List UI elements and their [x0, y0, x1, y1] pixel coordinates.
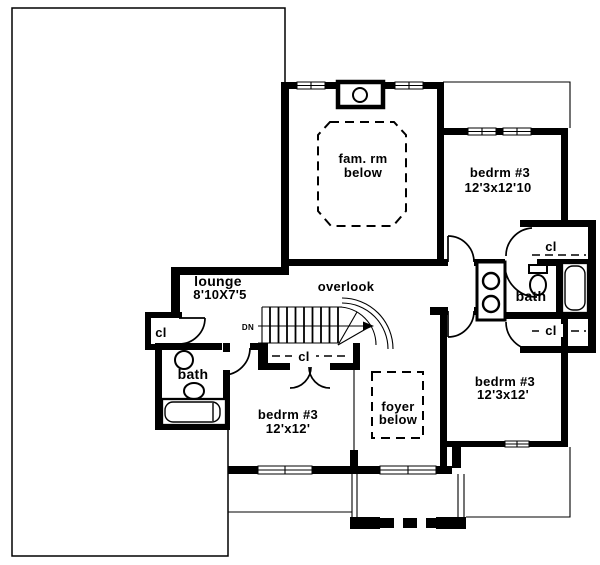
- clse-label-bg: [539, 324, 563, 337]
- family-room-below: fam. rm below: [317, 121, 407, 227]
- chimney-flue: [352, 87, 368, 103]
- wall-foyer-right: [440, 315, 447, 474]
- bedrm-ne-dims: 12'3x12'10: [464, 180, 531, 195]
- wall-clse-bottom: [520, 346, 596, 353]
- bedrm-sw-door-arc: [222, 347, 251, 376]
- wall-clstairs-right: [353, 343, 360, 370]
- chimney: [335, 79, 386, 110]
- toilet-east-bowl: [529, 274, 547, 296]
- bedrm-ne-door-arc: [447, 235, 475, 263]
- porch-post-right: [436, 517, 466, 529]
- clwest-door-arc: [178, 317, 206, 345]
- window-se-bottom: [504, 440, 530, 448]
- wall-connector: [452, 447, 461, 468]
- foyer-label-2: below: [379, 412, 418, 427]
- bath-east-door-arc: [504, 264, 538, 298]
- window-front-porch: [379, 465, 437, 475]
- stair-treads: [269, 307, 339, 343]
- bedrm-se-door-arc: [447, 310, 475, 338]
- clwest-label: cl: [155, 325, 166, 340]
- stairs: DN: [242, 297, 394, 350]
- bedrm-sw-dims: 12'x12': [266, 421, 310, 436]
- famrm-label-2: below: [344, 165, 383, 180]
- bedrm-sw-label: bedrm #3: [258, 407, 318, 422]
- garage-roof-outline: [11, 7, 286, 557]
- closet-se: cl: [505, 321, 586, 351]
- roof-outline-se: [466, 447, 571, 518]
- sink-west: [183, 382, 205, 400]
- bedrm-ne-label: bedrm #3: [470, 165, 530, 180]
- stairs-dn-label: DN: [242, 323, 254, 332]
- bathroom-west: bath: [160, 350, 228, 427]
- clse-door-arc: [505, 321, 535, 351]
- bedrm-se-dims: 12'3x12': [477, 387, 529, 402]
- clstairs-bifold-left: [289, 366, 312, 389]
- toilet-east-tank: [528, 264, 548, 274]
- wall-bath-divider: [556, 262, 563, 314]
- wall-lounge-top: [171, 267, 281, 275]
- foyer-opening-outline: [371, 371, 424, 439]
- wall-famrm-right: [437, 82, 444, 266]
- windows: [257, 81, 532, 475]
- window-ne-right: [502, 127, 532, 136]
- wall-clstairs-bottom-l: [258, 363, 290, 370]
- foyer-below: foyer below: [371, 371, 424, 439]
- vanity-sink-2: [481, 294, 501, 314]
- closet-ne: cl: [505, 227, 586, 257]
- wall-lounge-west: [171, 267, 180, 317]
- wall-bathleft-east-stub: [223, 343, 230, 352]
- wall-exterior-right: [588, 220, 596, 353]
- wall-ne-right: [561, 128, 568, 227]
- doors: [222, 235, 538, 376]
- window-front-left: [257, 465, 313, 475]
- wall-famrm-left: [281, 82, 289, 275]
- stairs-direction-arrow: [363, 321, 374, 331]
- tub-west-inner: [164, 401, 221, 423]
- wall-foyer-left: [350, 450, 358, 474]
- vanity-sink-1: [481, 271, 501, 291]
- wall-bath-south: [505, 312, 588, 319]
- wall-front: [228, 466, 452, 474]
- bath-west-label: bath: [178, 366, 209, 382]
- porch: [350, 474, 466, 529]
- tub-east-outer: [560, 261, 590, 315]
- window-famrm-left: [296, 81, 326, 90]
- tub-east-inner: [564, 265, 586, 311]
- roof-outline-ne: [443, 81, 571, 128]
- wall-clstairs-bottom-r: [330, 363, 360, 370]
- overlook-label: overlook: [318, 279, 375, 294]
- bedrm-se-label: bedrm #3: [475, 374, 535, 389]
- wall-clwest-left: [145, 312, 151, 350]
- toilet-west: [174, 350, 194, 370]
- wall-se-right: [561, 312, 568, 447]
- wall-bathleft-bottom: [155, 423, 230, 430]
- clstairs-label: cl: [298, 349, 309, 364]
- window-ne-left: [467, 127, 497, 136]
- window-famrm-right: [394, 81, 424, 90]
- clstairs-bifold-right: [308, 366, 331, 389]
- clne-label: cl: [545, 239, 556, 254]
- lounge-dims: 8'10X7'5: [193, 287, 246, 302]
- lounge-label: lounge: [194, 273, 242, 289]
- porch-post-left: [350, 517, 380, 529]
- wall-clstairs-left: [258, 343, 268, 370]
- wall-bathleft-top: [158, 343, 222, 350]
- clne-door-arc: [505, 227, 533, 257]
- bathroom-east: bath: [475, 260, 590, 322]
- foyer-label: foyer: [381, 399, 414, 414]
- wall-hall2-south-w: [430, 307, 448, 315]
- wall-bathleft-west: [155, 343, 162, 430]
- wall-clne-top: [520, 220, 596, 227]
- clse-label: cl: [545, 323, 556, 338]
- room-labels: bedrm #3 12'3x12'10 bedrm #3 12'3x12' be…: [193, 165, 535, 436]
- clstairs-label-bg: [292, 350, 316, 363]
- walls: [145, 82, 596, 474]
- closet-under-stairs: cl: [272, 349, 350, 389]
- wall-hall-top: [281, 259, 448, 266]
- famrm-label: fam. rm: [338, 151, 387, 166]
- wall-clwest-top: [145, 312, 182, 318]
- closet-west: cl: [155, 317, 206, 345]
- roof-outlines: [11, 7, 571, 557]
